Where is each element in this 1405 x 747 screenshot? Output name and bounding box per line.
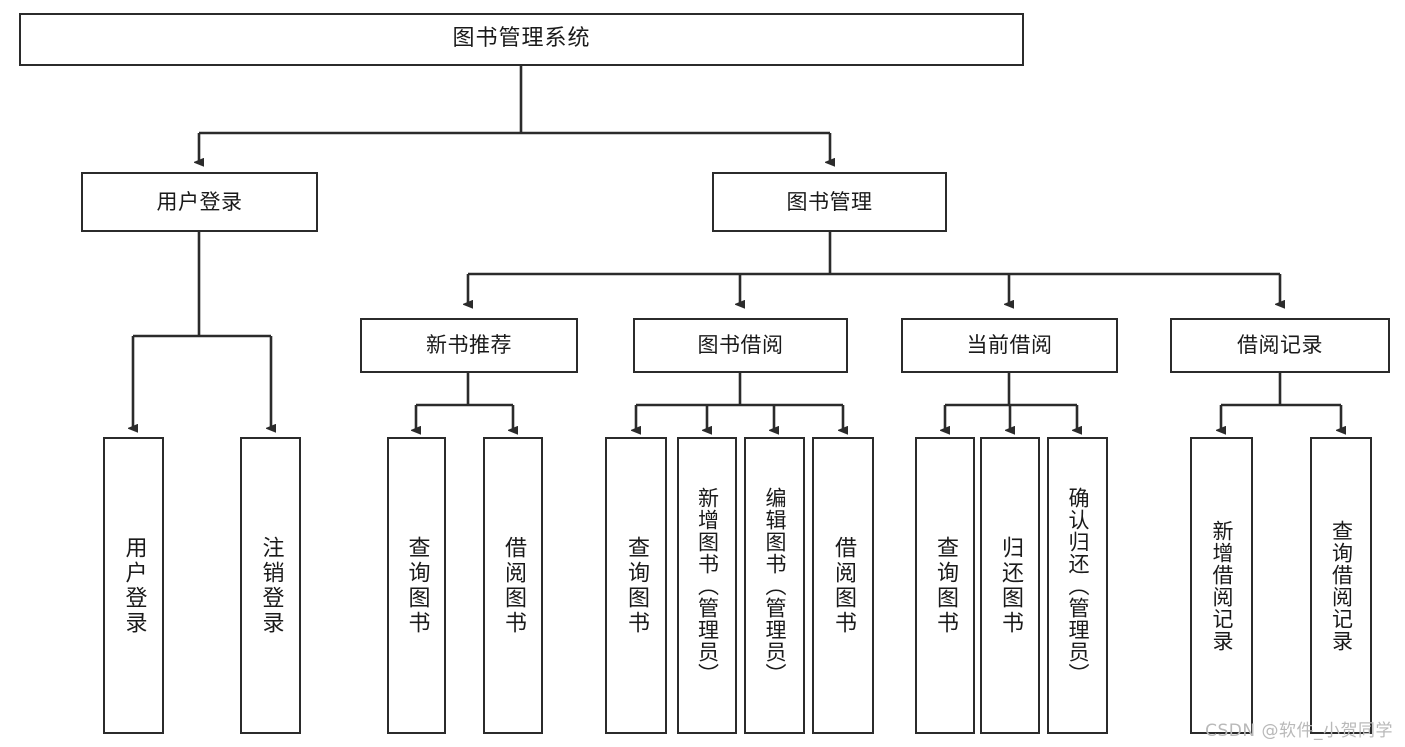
node-label: 新增图书（管理员）: [695, 486, 720, 685]
node-label: 新增借阅记录: [1210, 519, 1234, 652]
node-label: 查询借阅记录: [1329, 519, 1354, 652]
node-user-login[interactable]: 用户登录: [81, 172, 318, 232]
node-label: 借阅图书: [501, 535, 526, 636]
node-root-system[interactable]: 图书管理系统: [19, 13, 1024, 66]
node-current-borrow[interactable]: 当前借阅: [901, 318, 1118, 373]
node-new-book-recommend[interactable]: 新书推荐: [360, 318, 578, 373]
node-label: 用户登录: [156, 189, 243, 214]
node-label: 查询图书: [404, 535, 430, 636]
node-label: 注销登录: [258, 535, 284, 636]
node-label: 查询图书: [933, 535, 958, 636]
leaf-user-login[interactable]: 用户登录: [103, 437, 164, 734]
node-label: 当前借阅: [966, 333, 1053, 358]
leaf-query-book-borrow[interactable]: 查询图书: [605, 437, 667, 734]
leaf-confirm-return-admin[interactable]: 确认归还（管理员）: [1047, 437, 1108, 734]
node-label: 归还图书: [998, 535, 1023, 636]
node-label: 图书管理系统: [452, 26, 591, 52]
leaf-borrow-book-recommend[interactable]: 借阅图书: [483, 437, 543, 734]
node-label: 图书借阅: [697, 333, 784, 358]
leaf-query-borrow-record[interactable]: 查询借阅记录: [1310, 437, 1372, 734]
node-label: 借阅记录: [1237, 333, 1323, 358]
node-borrow-record[interactable]: 借阅记录: [1170, 318, 1390, 373]
node-label: 编辑图书（管理员）: [763, 486, 787, 685]
node-label: 用户登录: [121, 535, 147, 636]
csdn-watermark: CSDN @软件_小贺同学: [1205, 721, 1393, 741]
node-book-borrow[interactable]: 图书借阅: [633, 318, 848, 373]
node-book-management[interactable]: 图书管理: [712, 172, 947, 232]
leaf-add-borrow-record[interactable]: 新增借阅记录: [1190, 437, 1253, 734]
leaf-logout[interactable]: 注销登录: [240, 437, 301, 734]
node-label: 确认归还（管理员）: [1066, 486, 1090, 685]
node-label: 新书推荐: [426, 333, 512, 358]
leaf-query-book-recommend[interactable]: 查询图书: [387, 437, 446, 734]
node-label: 借阅图书: [831, 535, 856, 636]
leaf-return-book[interactable]: 归还图书: [980, 437, 1040, 734]
leaf-borrow-book[interactable]: 借阅图书: [812, 437, 874, 734]
node-label: 图书管理: [786, 189, 873, 214]
leaf-edit-book-admin[interactable]: 编辑图书（管理员）: [744, 437, 805, 734]
node-label: 查询图书: [624, 535, 649, 636]
leaf-add-book-admin[interactable]: 新增图书（管理员）: [677, 437, 737, 734]
leaf-query-book-current[interactable]: 查询图书: [915, 437, 975, 734]
